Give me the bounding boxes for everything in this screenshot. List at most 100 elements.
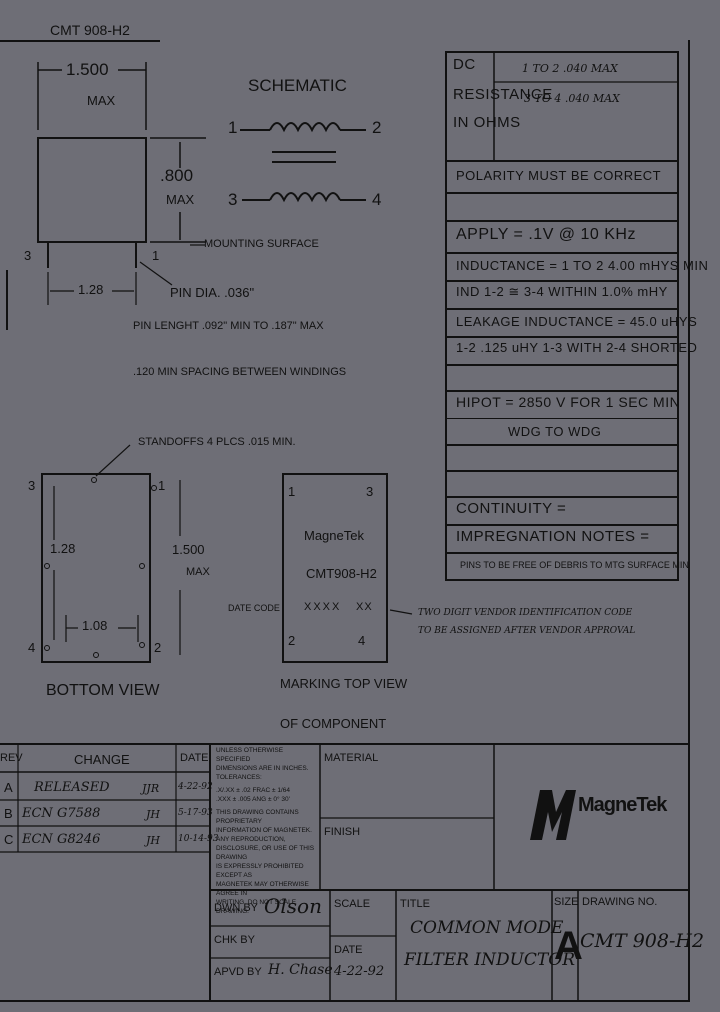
- bottom-pin-3: 3: [28, 478, 36, 493]
- spec-row-hipot: [446, 390, 678, 420]
- tol-line: IS EXPRESSLY PROHIBITED EXCEPT AS: [216, 863, 304, 879]
- rev-b-init: JH: [146, 808, 161, 821]
- top-pin-3: 3: [366, 484, 374, 499]
- header-fragment: CMT 908-H2: [50, 22, 130, 38]
- top-view-body: [282, 473, 388, 663]
- spec-row-impregnation: [446, 524, 678, 552]
- tol-line: .X/.XX ± .02 FRAC ± 1/64: [216, 787, 290, 794]
- schematic-pin-2: 2: [372, 118, 382, 137]
- tol-line: .XXX ± .005 ANG ± 0° 30': [216, 796, 290, 803]
- tolerance-block: UNLESS OTHERWISE SPECIFIED DIMENSIONS AR…: [216, 746, 318, 916]
- vendor-note-2: TO BE ASSIGNED AFTER VENDOR APPROVAL: [418, 626, 636, 636]
- drawing-no-label: DRAWING NO.: [582, 896, 658, 908]
- scale-label: SCALE: [334, 898, 371, 910]
- title-label: TITLE: [400, 898, 430, 910]
- apvd-by-signature: H. Chase: [268, 962, 333, 978]
- width-max: MAX: [87, 93, 116, 108]
- spec-dc-line2: RESISTANCE: [453, 86, 553, 103]
- spec-row-wdg: [446, 418, 678, 443]
- material-label: MATERIAL: [324, 752, 379, 764]
- title-line-2: FILTER INDUCTOR: [404, 950, 575, 970]
- winding-spacing-label: .120 MIN SPACING BETWEEN WINDINGS: [133, 366, 347, 378]
- rev-b-date: 5-17-93: [178, 808, 213, 818]
- spec-wdg: WDG TO WDG: [508, 424, 602, 439]
- rev-a-init: JJR: [142, 782, 160, 795]
- change-col-header: CHANGE: [74, 752, 130, 767]
- date-col-header: DATE: [180, 752, 209, 764]
- date-code: XXXX: [304, 601, 342, 613]
- magnetek-logo: MagneTek: [578, 794, 667, 816]
- spec-row-ind-match: [446, 280, 678, 308]
- pin-dia-label: PIN DIA. .036": [170, 285, 255, 300]
- bottom-view-body: [41, 473, 151, 663]
- schematic-title: SCHEMATIC: [248, 76, 347, 95]
- schematic-pin-1: 1: [228, 118, 238, 137]
- spec-debris: PINS TO BE FREE OF DEBRIS TO MTG SURFACE…: [460, 560, 689, 570]
- spec-row-polarity: [446, 160, 678, 192]
- tol-line: TOLERANCES:: [216, 774, 262, 781]
- mounting-surface-label: MOUNTING SURFACE: [204, 238, 319, 250]
- bottom-dim-1500: 1.500: [172, 542, 205, 557]
- size-value: A: [554, 924, 583, 968]
- date-code-label: DATE CODE: [228, 603, 280, 613]
- drawing-no-value: CMT 908-H2: [580, 930, 705, 952]
- height-max: MAX: [166, 192, 195, 207]
- spec-ind-match: IND 1-2 ≅ 3-4 WITHIN 1.0% mHY: [456, 284, 668, 299]
- spec-row-blank-1: [446, 192, 678, 220]
- spec-polarity: POLARITY MUST BE CORRECT: [456, 168, 662, 183]
- side-pin-3: 3: [24, 248, 32, 263]
- chk-by-label: CHK BY: [214, 934, 255, 946]
- rev-a: A: [4, 780, 13, 795]
- side-pin-1: 1: [152, 248, 160, 263]
- spec-dc-value-2: 3 TO 4 .040 MAX: [524, 92, 620, 105]
- spec-continuity: CONTINUITY =: [456, 500, 567, 517]
- rev-b: B: [4, 806, 13, 821]
- top-pin-2: 2: [288, 633, 296, 648]
- left-edge-mark: [6, 270, 8, 330]
- width-dim: 1.500: [66, 60, 109, 79]
- rev-c-change: ECN G8246: [22, 832, 101, 847]
- bottom-dim-108: 1.08: [82, 618, 108, 633]
- schematic-pin-4: 4: [372, 190, 382, 209]
- date-label: DATE: [334, 944, 363, 956]
- spec-impregnation: IMPREGNATION NOTES =: [456, 528, 650, 545]
- rev-a-change: RELEASED: [34, 780, 110, 795]
- rev-b-change: ECN G7588: [22, 806, 101, 821]
- spec-inductance: INDUCTANCE = 1 TO 2 4.00 mHYS MIN: [456, 258, 709, 273]
- tol-line: WRITING. DO NOT SCALE DRAWING.: [216, 899, 297, 915]
- rev-c-init: JH: [146, 834, 161, 847]
- tol-line: DIMENSIONS ARE IN INCHES.: [216, 765, 309, 772]
- top-pin-4: 4: [358, 633, 366, 648]
- dwn-by-signature: Olson: [264, 894, 322, 918]
- header-rule: [0, 40, 160, 42]
- vendor-code: XX: [356, 601, 373, 613]
- rev-col-header: REV: [0, 752, 23, 764]
- spec-hipot: HIPOT = 2850 V FOR 1 SEC MIN: [456, 394, 681, 410]
- top-view-label-1: MARKING TOP VIEW: [280, 676, 408, 691]
- bottom-pin-2: 2: [154, 640, 162, 655]
- top-pin-1: 1: [288, 484, 296, 499]
- spec-leakage: LEAKAGE INDUCTANCE = 45.0 uHYS: [456, 314, 698, 329]
- size-label: SIZE: [554, 896, 579, 908]
- spec-dc-line1: DC: [453, 56, 476, 73]
- tol-line: UNLESS OTHERWISE SPECIFIED: [216, 747, 284, 763]
- bottom-pin-1: 1: [158, 478, 166, 493]
- rev-a-date: 4-22-92: [178, 782, 213, 792]
- apvd-by-label: APVD BY: [214, 966, 262, 978]
- spec-row-leakage: [446, 308, 678, 336]
- top-view-label-2: OF COMPONENT: [280, 716, 387, 731]
- bottom-dim-max: MAX: [186, 566, 210, 578]
- spec-row-inductance: [446, 252, 678, 280]
- rev-c-date: 10-14-93: [178, 834, 219, 844]
- spec-row-blank-2: [446, 364, 678, 390]
- logo-mark: [530, 790, 576, 840]
- bottom-dim-128: 1.28: [50, 541, 76, 556]
- spec-row-continuity: [446, 496, 678, 524]
- spec-table: [445, 51, 679, 581]
- title-line-1: COMMON MODE: [410, 918, 564, 938]
- tol-line: INFORMATION OF MAGNETEK. ANY REPRODUCTIO…: [216, 827, 312, 843]
- spec-row-blank-3: [446, 444, 678, 470]
- spec-row-blank-4: [446, 470, 678, 496]
- tol-line: MAGNETEK MAY OTHERWISE AGREE IN: [216, 881, 309, 897]
